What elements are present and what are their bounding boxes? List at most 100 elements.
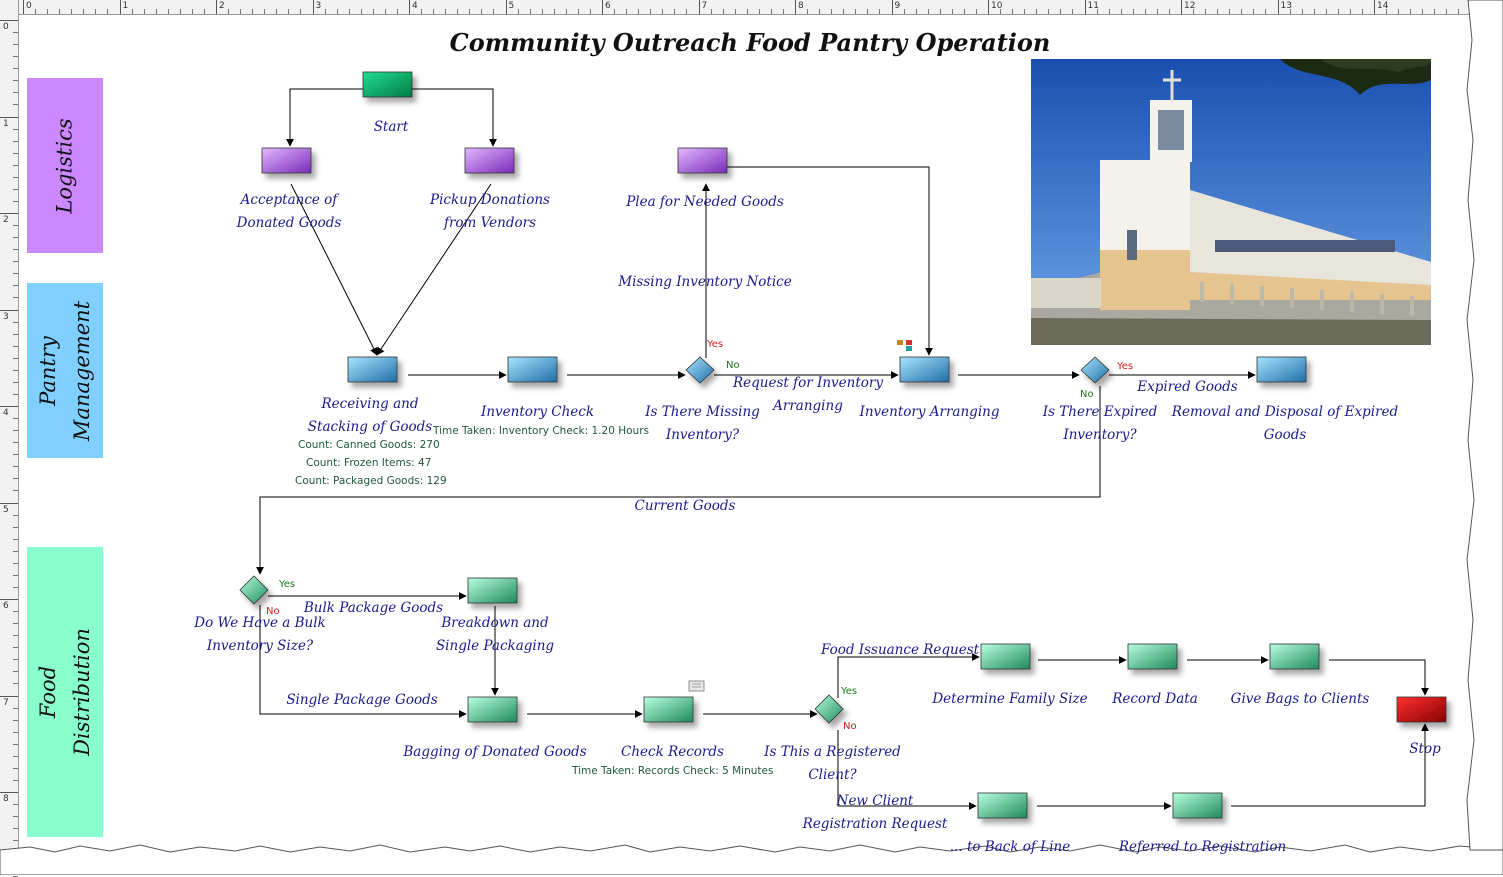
branch-yes-registered: Yes	[841, 686, 858, 697]
ruler-minor-tick	[13, 731, 18, 733]
ruler-minor-tick	[541, 9, 543, 14]
ruler-minor-tick	[179, 9, 181, 14]
label-expired-goods: Expired Goods	[1137, 379, 1238, 395]
receiving-node[interactable]	[347, 356, 398, 383]
ruler-minor-tick	[203, 9, 205, 14]
ruler-minor-tick	[1120, 9, 1122, 14]
ruler-minor-tick	[807, 9, 809, 14]
ruler-minor-tick	[13, 466, 18, 468]
edge-acceptance-receiving[interactable]	[290, 183, 378, 356]
subprocess-icon	[897, 340, 912, 351]
ruler-minor-tick	[71, 9, 73, 14]
ruler-minor-tick	[1337, 9, 1339, 14]
torn-edge	[0, 844, 1503, 875]
ruler-minor-tick	[13, 623, 18, 625]
ruler-minor-tick	[191, 9, 193, 14]
bulk-size-decision[interactable]	[239, 575, 269, 605]
stop-node[interactable]	[1396, 696, 1447, 723]
ruler-minor-tick	[1313, 9, 1315, 14]
start-node[interactable]	[362, 71, 413, 98]
edge-start-acceptance[interactable]	[286, 88, 363, 147]
ruler-major-tick	[0, 213, 18, 214]
label-acceptance: Acceptance of Donated Goods	[236, 192, 342, 231]
ruler-minor-tick	[13, 767, 18, 769]
expired-inventory-decision[interactable]	[1080, 356, 1110, 384]
label-family-size: Determine Family Size	[932, 691, 1088, 707]
ruler-minor-tick	[13, 164, 18, 166]
ruler-minor-tick	[360, 9, 362, 14]
edge-start-pickup[interactable]	[412, 88, 497, 147]
record-data-node[interactable]	[1127, 643, 1178, 670]
connectors	[256, 88, 1429, 810]
ruler-number: 2	[219, 1, 225, 11]
ruler-minor-tick	[939, 9, 941, 14]
breakdown-node[interactable]	[467, 577, 518, 604]
plea-node[interactable]	[677, 147, 728, 174]
ruler-number: 12	[1184, 1, 1196, 11]
ruler-minor-tick	[155, 9, 157, 14]
edge-give-stop[interactable]	[1329, 659, 1429, 696]
ruler-minor-tick	[13, 357, 18, 359]
lane-food-distribution[interactable]: Food Distribution	[27, 547, 103, 837]
lane-pantry-management[interactable]: Pantry Management	[27, 283, 103, 458]
ruler-minor-tick	[903, 9, 905, 14]
ruler-minor-tick	[384, 9, 386, 14]
ruler-minor-tick	[13, 321, 18, 323]
ruler-major-tick	[1181, 0, 1182, 14]
ruler-minor-tick	[493, 9, 495, 14]
back-of-line-node[interactable]	[977, 792, 1028, 819]
family-size-node[interactable]	[980, 643, 1031, 670]
ruler-minor-tick	[1422, 9, 1424, 14]
label-removal: Removal and Disposal of Expired Goods	[1171, 404, 1399, 443]
bagging-node[interactable]	[467, 696, 518, 723]
registered-client-decision[interactable]	[814, 694, 844, 724]
ruler-major-tick	[409, 0, 410, 14]
note-canned-count: Count: Canned Goods: 270	[298, 439, 440, 451]
inventory-arranging-node[interactable]	[899, 356, 950, 383]
ruler-minor-tick	[553, 9, 555, 14]
label-pickup: Pickup Donations from Vendors	[430, 192, 550, 231]
removal-node[interactable]	[1256, 356, 1307, 383]
ruler-minor-tick	[577, 9, 579, 14]
ruler-minor-tick	[167, 9, 169, 14]
ruler-minor-tick	[13, 32, 18, 34]
check-records-node[interactable]	[643, 696, 694, 723]
ruler-minor-tick	[228, 9, 230, 14]
ruler-minor-tick	[614, 9, 616, 14]
inventory-check-node[interactable]	[507, 356, 558, 383]
ruler-minor-tick	[83, 9, 85, 14]
ruler-minor-tick	[1434, 9, 1436, 14]
edge-food-issuance[interactable]	[837, 653, 980, 698]
referred-node[interactable]	[1172, 792, 1223, 819]
lane-logistics[interactable]: Logistics	[27, 78, 103, 253]
ruler-minor-tick	[1060, 9, 1062, 14]
edge-single-bagging[interactable]	[259, 605, 467, 718]
pickup-node[interactable]	[464, 147, 515, 174]
ruler-major-tick	[0, 599, 18, 600]
edge-current-goods[interactable]	[256, 386, 1101, 575]
label-current-goods: Current Goods	[634, 498, 736, 514]
missing-inventory-decision[interactable]	[685, 356, 715, 384]
edge-pickup-receiving[interactable]	[376, 183, 492, 356]
ruler-minor-tick	[13, 804, 18, 806]
ruler-minor-tick	[300, 9, 302, 14]
ruler-minor-tick	[529, 9, 531, 14]
edge-referred-stop[interactable]	[1231, 723, 1429, 807]
ruler-minor-tick	[421, 9, 423, 14]
edge-new-client[interactable]	[837, 730, 977, 810]
ruler-minor-tick	[1108, 9, 1110, 14]
acceptance-node[interactable]	[261, 147, 312, 174]
ruler-minor-tick	[13, 454, 18, 456]
ruler-minor-tick	[13, 611, 18, 613]
ruler-minor-tick	[13, 345, 18, 347]
note-time-records: Time Taken: Records Check: 5 Minutes	[572, 765, 774, 777]
ruler-minor-tick	[13, 779, 18, 781]
give-bags-node[interactable]	[1269, 643, 1320, 670]
ruler-minor-tick	[13, 707, 18, 709]
ruler-number: 10	[991, 1, 1003, 11]
edge-plea-arranging[interactable]	[727, 166, 933, 356]
note-time-inventory: Time Taken: Inventory Check: 1.20 Hours	[433, 425, 649, 437]
ruler-number: 4	[3, 408, 9, 418]
